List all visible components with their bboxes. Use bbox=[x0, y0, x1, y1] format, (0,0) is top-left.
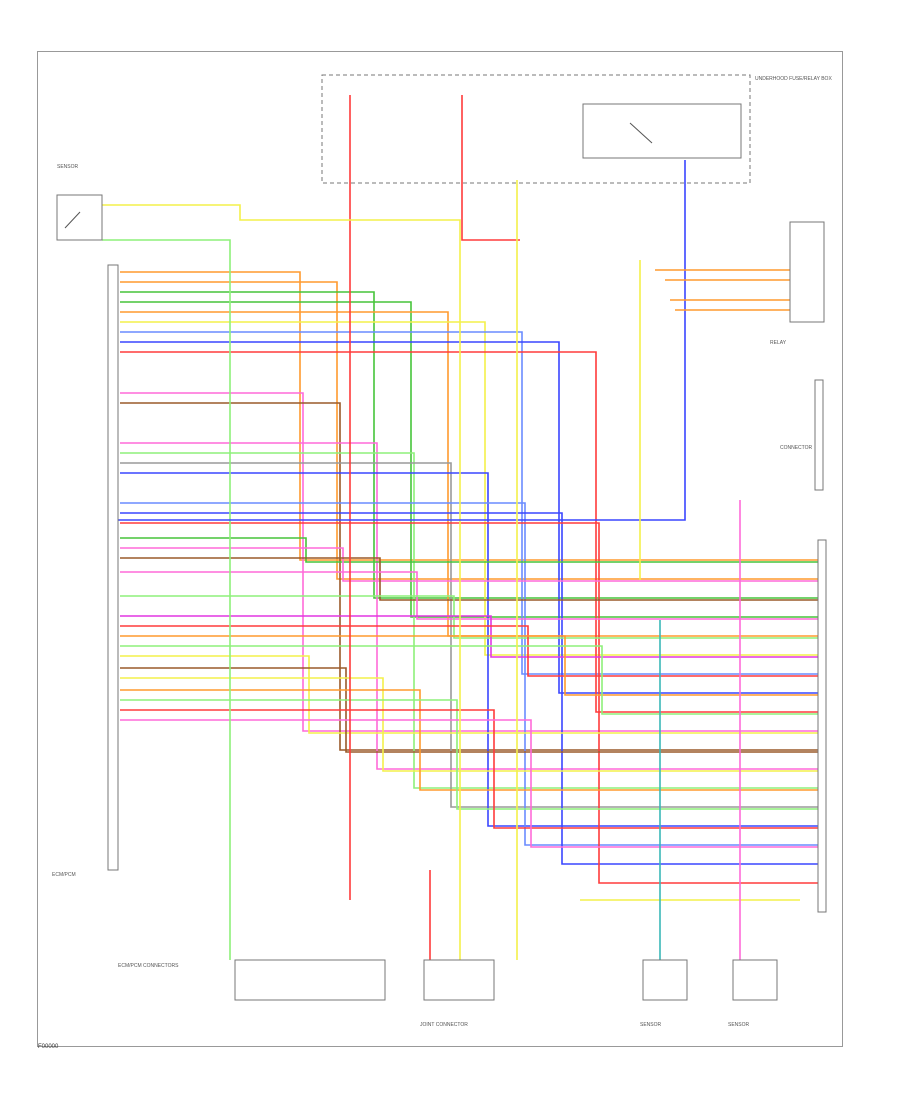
terminal-strip-right bbox=[817, 539, 827, 913]
wire-34 bbox=[120, 719, 818, 848]
wire-16 bbox=[120, 502, 818, 846]
bottom-right-a-caption: SENSOR bbox=[640, 1022, 662, 1028]
diagram-frame bbox=[37, 51, 843, 1047]
sensor-bottom-right-a bbox=[642, 959, 688, 1001]
wire-26 bbox=[120, 635, 818, 696]
connector-bottom-left bbox=[234, 959, 386, 1001]
wire-20 bbox=[120, 547, 818, 582]
switch-symbol bbox=[64, 122, 653, 229]
wire-10 bbox=[120, 392, 818, 732]
relay-switch-box bbox=[582, 103, 742, 159]
wire-15 bbox=[120, 472, 818, 827]
wire-14 bbox=[120, 462, 818, 808]
wire-top-green bbox=[102, 239, 231, 960]
bottom-left-caption: ECM/PCM CONNECTORS bbox=[118, 963, 179, 969]
wire-19 bbox=[120, 537, 818, 563]
relay-right-caption: RELAY bbox=[770, 340, 787, 346]
wire-11 bbox=[120, 402, 818, 751]
sensor-bottom-right-b bbox=[732, 959, 778, 1001]
fuse-box-caption: UNDERHOOD FUSE/RELAY BOX bbox=[755, 76, 832, 82]
wire-18 bbox=[120, 522, 818, 884]
connector-right-caption: CONNECTOR bbox=[780, 445, 813, 451]
wire-5 bbox=[120, 311, 818, 637]
bottom-center-caption: JOINT CONNECTOR bbox=[420, 1022, 468, 1028]
fuse-relay-box bbox=[321, 74, 751, 184]
wire-12 bbox=[120, 442, 818, 770]
wire-6 bbox=[120, 321, 818, 656]
wire-13 bbox=[120, 452, 818, 789]
wire-32 bbox=[120, 699, 818, 810]
wire-top-yellow bbox=[102, 204, 461, 960]
sensor-top-left bbox=[56, 194, 103, 241]
component-boxes bbox=[56, 74, 827, 1001]
wire-9 bbox=[120, 351, 818, 713]
wire-8 bbox=[120, 341, 818, 694]
wire-33 bbox=[120, 709, 818, 829]
page-id: F00000 bbox=[38, 1044, 59, 1050]
wire-2 bbox=[120, 281, 818, 580]
wire-21 bbox=[120, 557, 818, 601]
wire-top-blue bbox=[118, 160, 686, 521]
wire-28 bbox=[120, 655, 818, 734]
wire-30 bbox=[120, 677, 818, 772]
wire-1 bbox=[120, 271, 818, 561]
connector-right bbox=[789, 221, 825, 323]
bottom-right-b-caption: SENSOR bbox=[728, 1022, 750, 1028]
wire-27 bbox=[120, 645, 818, 715]
wire-harness bbox=[102, 95, 818, 960]
wire-3 bbox=[120, 291, 818, 599]
wire-4 bbox=[120, 301, 818, 618]
ecm-connector-block bbox=[107, 264, 119, 871]
sensor-top-left-caption: SENSOR bbox=[57, 164, 79, 170]
connector-right-lower bbox=[814, 379, 824, 491]
connector-bottom-center bbox=[423, 959, 495, 1001]
wire-25 bbox=[120, 625, 818, 677]
wire-31 bbox=[120, 689, 818, 791]
wire-17 bbox=[120, 512, 818, 865]
wire-top-red-2 bbox=[461, 95, 520, 241]
ecm-caption: ECM/PCM bbox=[52, 872, 76, 878]
wire-23 bbox=[120, 595, 818, 639]
